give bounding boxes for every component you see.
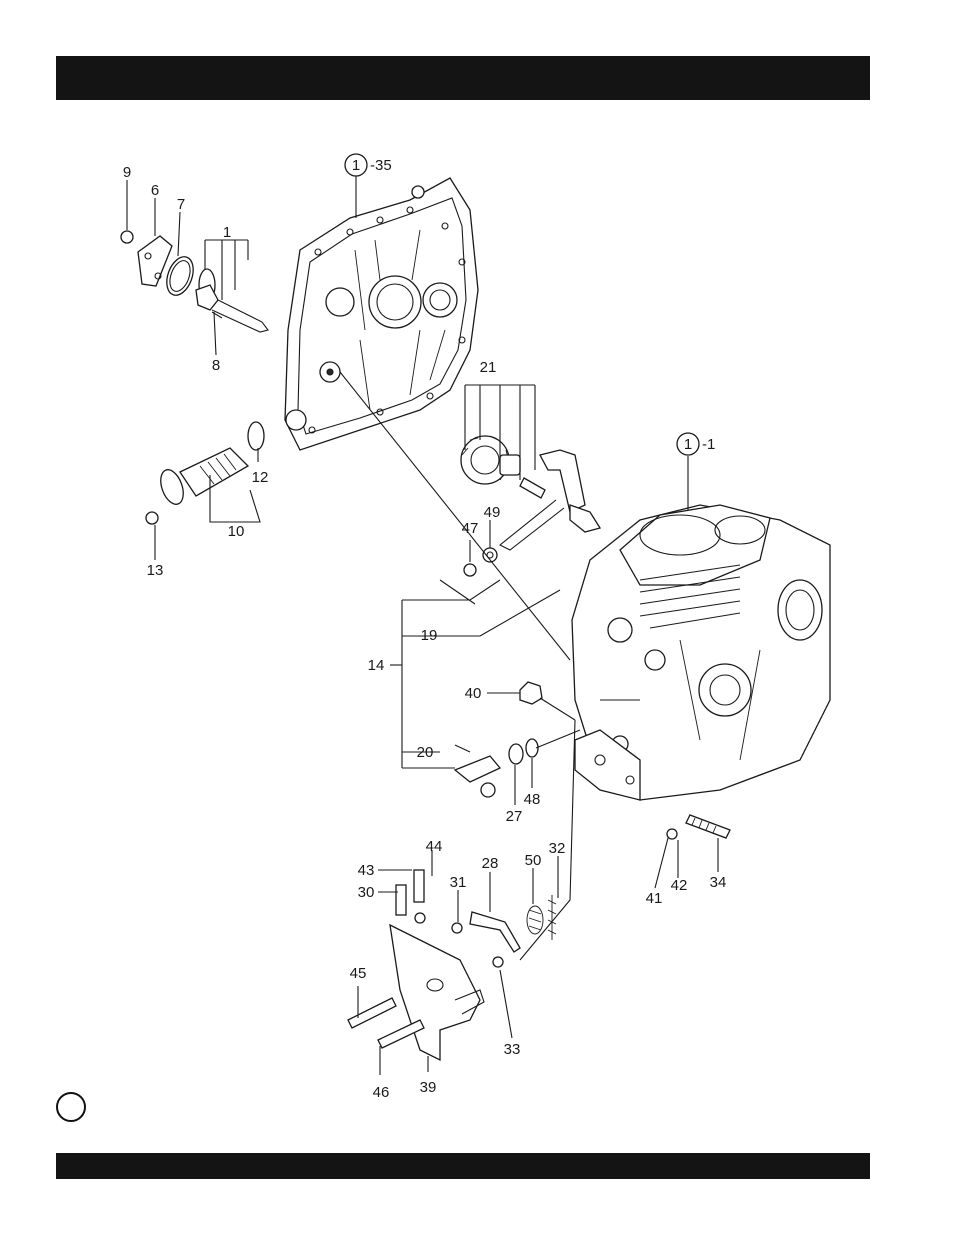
callout-30: 30 xyxy=(358,884,375,901)
callout-43: 43 xyxy=(358,862,375,879)
callout-13: 13 xyxy=(147,562,164,579)
callout-48: 48 xyxy=(524,791,541,808)
callout-49: 49 xyxy=(484,504,501,521)
callout-39: 39 xyxy=(420,1079,437,1096)
callout-14: 14 xyxy=(368,657,385,674)
callout-20: 20 xyxy=(417,744,434,761)
callout-21: 21 xyxy=(480,359,497,376)
assembly-ref-35-suffix: -35 xyxy=(370,157,392,174)
assembly-ref-35: 1 -35 xyxy=(345,154,392,176)
washer-47 xyxy=(464,564,476,576)
callout-27: 27 xyxy=(506,808,523,825)
callout-12: 12 xyxy=(252,469,269,486)
callout-41: 41 xyxy=(646,890,663,907)
governor-lever-20 xyxy=(455,745,500,797)
callout-28: 28 xyxy=(482,855,499,872)
crankcase xyxy=(572,505,830,800)
washer-27 xyxy=(509,744,523,764)
footer-bar xyxy=(56,1153,870,1179)
callout-7: 7 xyxy=(177,196,185,213)
callout-33: 33 xyxy=(504,1041,521,1058)
circle-marker-icon xyxy=(56,1092,86,1122)
assembly-ref-35-number: 1 xyxy=(352,157,360,174)
callout-45: 45 xyxy=(350,965,367,982)
callout-50: 50 xyxy=(525,852,542,869)
oil-strainer xyxy=(146,422,264,524)
callout-40: 40 xyxy=(465,685,482,702)
callout-10: 10 xyxy=(228,523,245,540)
callout-47: 47 xyxy=(462,520,479,537)
callout-44: 44 xyxy=(426,838,443,855)
control-bracket xyxy=(348,870,556,1060)
oil-pump-cover-parts xyxy=(121,231,268,332)
callout-6: 6 xyxy=(151,182,159,199)
assembly-ref-1-suffix: -1 xyxy=(702,436,715,453)
callout-1: 1 xyxy=(223,224,231,241)
callout-34: 34 xyxy=(710,874,727,891)
nut-40 xyxy=(520,682,542,704)
callout-8: 8 xyxy=(212,357,220,374)
stud-bolt xyxy=(667,815,730,839)
callout-19: 19 xyxy=(421,627,438,644)
gear-case-cover xyxy=(285,178,478,450)
callout-46: 46 xyxy=(373,1084,390,1101)
governor-gear xyxy=(461,436,600,550)
callout-9: 9 xyxy=(123,164,131,181)
assembly-ref-1-number: 1 xyxy=(684,436,692,453)
callout-42: 42 xyxy=(671,877,688,894)
callout-31: 31 xyxy=(450,874,467,891)
assembly-ref-1: 1 -1 xyxy=(677,433,715,455)
callout-32: 32 xyxy=(549,840,566,857)
